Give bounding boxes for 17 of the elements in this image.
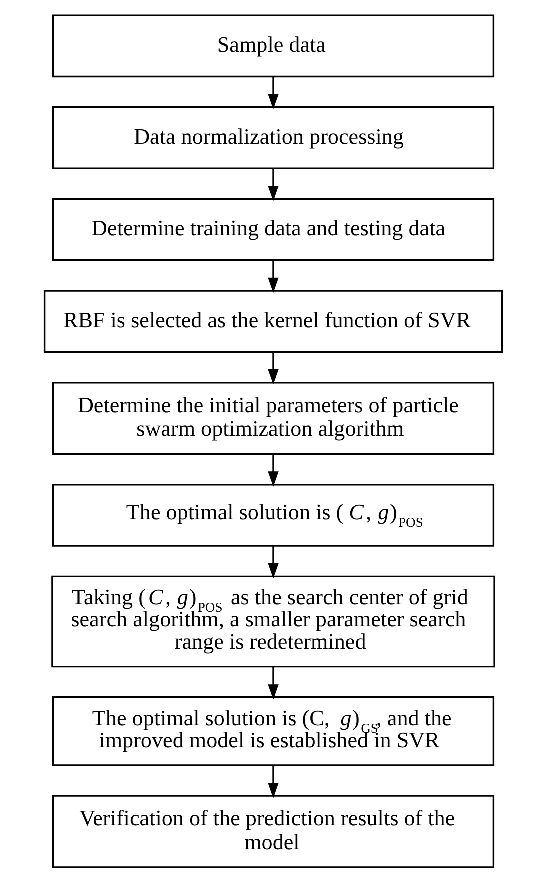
arrow xyxy=(268,454,279,487)
arrow xyxy=(268,352,279,385)
node-box: Determine the initial parameters of particle swarm optimization algorithm xyxy=(52,382,495,456)
arrow xyxy=(268,168,279,202)
node-box: The optimal solution is (C, g)$_{GS}$, and the improved model is established in SVR xyxy=(52,696,495,766)
node-box: Determine training data and testing data xyxy=(52,198,495,262)
arrow xyxy=(268,546,279,579)
node-box: The optimal solution is (C, g)$_{POS}$ xyxy=(52,484,495,547)
arrow xyxy=(268,76,279,110)
arrow xyxy=(268,667,279,700)
arrow xyxy=(268,260,279,294)
arrow xyxy=(268,766,279,798)
node-box: Data normalization processing xyxy=(52,106,495,170)
node-box: RBF is selected as the kernel function of SVR xyxy=(44,290,504,354)
node-box: Sample data xyxy=(52,14,495,78)
node-box: Verification of the prediction results of the model xyxy=(52,795,495,868)
node-box: Taking (C, g)$_{POS}$ as the search center of grid search algorithm, a smaller parameter search range is redetermined xyxy=(52,576,496,668)
